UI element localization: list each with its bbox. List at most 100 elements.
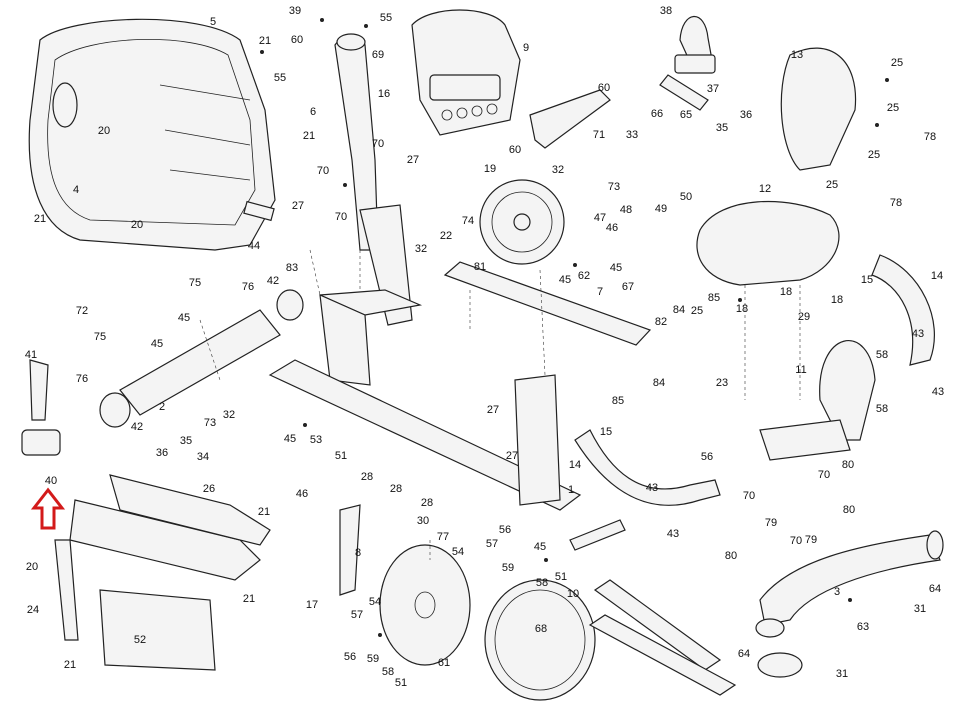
callout-label: 15: [600, 426, 612, 438]
callout-label: 58: [876, 403, 888, 415]
callout-label: 25: [691, 305, 703, 317]
callout-label: 18: [736, 303, 748, 315]
assembly-guides: [199, 249, 801, 560]
callout-label: 56: [701, 451, 713, 463]
callout-label: 54: [452, 546, 464, 558]
callout-label: 56: [344, 651, 356, 663]
drive-belt: [484, 579, 596, 701]
callout-label: 4: [73, 184, 79, 196]
callout-label: 57: [351, 609, 363, 621]
callout-label: 28: [421, 497, 433, 509]
callout-label: 49: [655, 203, 667, 215]
callout-label: 25: [826, 179, 838, 191]
seat-tube-14: [871, 254, 935, 366]
callout-label: 80: [842, 459, 854, 471]
callout-label: 75: [189, 277, 201, 289]
highlight-arrow: [30, 487, 66, 530]
callout-label: 56: [499, 524, 511, 536]
callout-label: 78: [924, 131, 936, 143]
callout-label: 27: [407, 154, 419, 166]
callout-label: 25: [868, 149, 880, 161]
callout-label: 14: [931, 270, 943, 282]
callout-label: 36: [740, 109, 752, 121]
callout-label: 67: [622, 281, 634, 293]
callout-label: 18: [831, 294, 843, 306]
callout-label: 58: [876, 349, 888, 361]
callout-label: 21: [258, 506, 270, 518]
callout-label: 80: [843, 504, 855, 516]
callout-label: 69: [372, 49, 384, 61]
fastener-dots: [260, 18, 889, 637]
callout-label: 85: [612, 395, 624, 407]
callout-labels: 5 21 20 4 21 20 21 39 60 55 55 69 6 16 9…: [25, 5, 944, 689]
callout-label: 73: [608, 181, 620, 193]
callout-label: 31: [836, 668, 848, 680]
flywheel-61: [379, 544, 471, 666]
seat-frame: [759, 340, 876, 461]
callout-label: 54: [369, 596, 381, 608]
callout-label: 51: [395, 677, 407, 689]
callout-label: 46: [606, 222, 618, 234]
callout-label: 32: [415, 243, 427, 255]
seat-tube-lower: [574, 429, 721, 506]
seat-backrest: [780, 47, 857, 171]
seat-rail: [443, 261, 652, 346]
callout-label: 45: [178, 312, 190, 324]
callout-label: 59: [367, 653, 379, 665]
callout-label: 7: [597, 286, 603, 298]
callout-label: 14: [569, 459, 581, 471]
callout-label: 23: [716, 377, 728, 389]
left-cover: [54, 474, 271, 671]
callout-label: 16: [378, 88, 390, 100]
callout-label: 32: [223, 409, 235, 421]
callout-label: 1: [568, 484, 574, 496]
callout-label: 63: [857, 621, 869, 633]
callout-label: 2: [159, 401, 165, 413]
callout-label: 82: [655, 316, 667, 328]
callout-label: 85: [708, 292, 720, 304]
callout-label: 13: [791, 49, 803, 61]
main-frame: [268, 289, 626, 551]
callout-label: 75: [94, 331, 106, 343]
part-drawings: [21, 9, 944, 701]
callout-label: 18: [780, 286, 792, 298]
callout-label: 84: [673, 304, 685, 316]
callout-label: 31: [914, 603, 926, 615]
pedal-41: [21, 359, 61, 456]
callout-label: 79: [765, 517, 777, 529]
callout-label: 21: [243, 593, 255, 605]
callout-label: 84: [653, 377, 665, 389]
callout-label: 60: [291, 34, 303, 46]
callout-label: 51: [335, 450, 347, 462]
crank-tube: [99, 289, 304, 428]
callout-label: 5: [210, 16, 216, 28]
callout-label: 25: [891, 57, 903, 69]
callout-label: 70: [372, 138, 384, 150]
callout-label: 79: [805, 534, 817, 546]
callout-label: 45: [534, 541, 546, 553]
callout-label: 42: [131, 421, 143, 433]
left-shield: [28, 18, 276, 251]
callout-label: 28: [390, 483, 402, 495]
callout-label: 76: [76, 373, 88, 385]
callout-label: 70: [335, 211, 347, 223]
callout-label: 41: [25, 349, 37, 361]
callout-label: 45: [559, 274, 571, 286]
callout-label: 27: [292, 200, 304, 212]
callout-label: 34: [197, 451, 209, 463]
callout-label: 11: [795, 364, 806, 376]
callout-label: 38: [660, 5, 672, 17]
callout-label: 65: [680, 109, 692, 121]
callout-label: 62: [578, 270, 590, 282]
upright-post: [334, 33, 413, 326]
callout-label: 74: [462, 215, 474, 227]
callout-label: 70: [818, 469, 830, 481]
callout-label: 45: [284, 433, 296, 445]
callout-label: 39: [289, 5, 301, 17]
callout-label: 9: [523, 42, 529, 54]
callout-label: 61: [438, 657, 450, 669]
tension-spring: [339, 504, 361, 596]
callout-label: 53: [310, 434, 322, 446]
callout-label: 29: [798, 311, 810, 323]
callout-label: 47: [594, 212, 606, 224]
